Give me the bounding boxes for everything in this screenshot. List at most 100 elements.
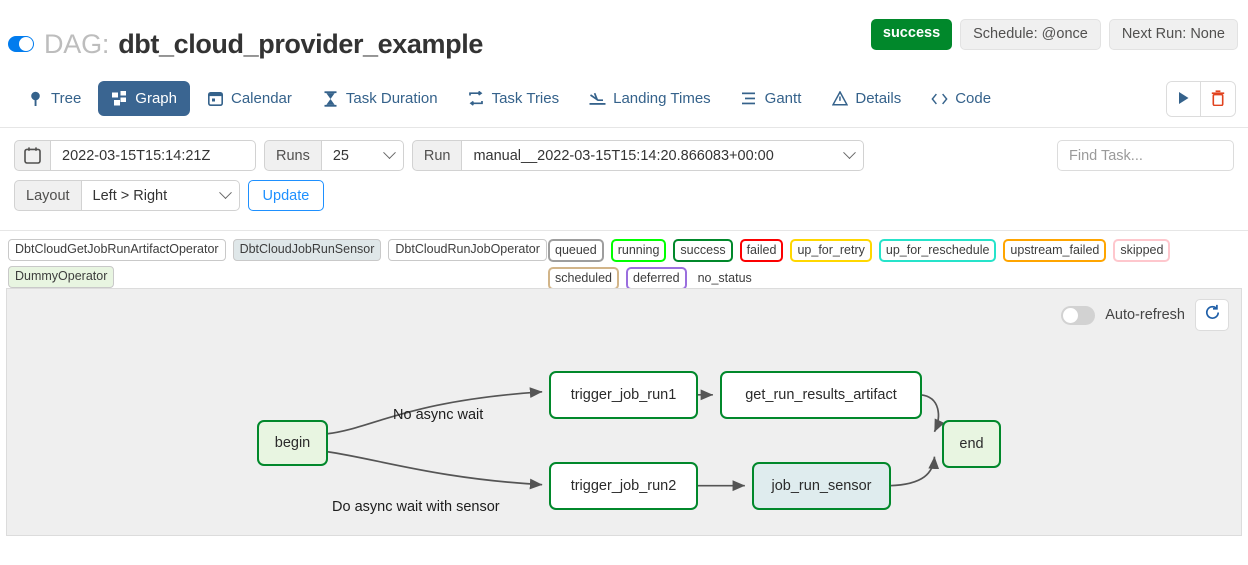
operator-chip[interactable]: DummyOperator: [8, 265, 115, 288]
auto-refresh-toggle[interactable]: [1061, 305, 1096, 325]
num-runs-group: Runs 25: [264, 140, 404, 171]
view-tabs: Tree Graph Calendar: [0, 70, 1248, 128]
node-label: end: [959, 436, 984, 452]
trigger-dag-button[interactable]: [1167, 82, 1201, 116]
dag-pause-toggle[interactable]: [8, 36, 34, 52]
tab-details[interactable]: Details: [818, 81, 914, 116]
hourglass-icon: [322, 90, 339, 107]
graph-node-get-run-results-artifact[interactable]: get_run_results_artifact: [720, 371, 922, 419]
status-badge: success: [870, 19, 953, 51]
tab-label: Task Tries: [491, 90, 560, 107]
details-icon: [831, 90, 848, 107]
tab-label: Task Duration: [345, 90, 438, 107]
dag-graph-canvas[interactable]: Auto-refresh begin trigger_job_run1: [6, 288, 1242, 536]
page-title: dbt_cloud_provider_example: [118, 28, 483, 59]
landing-icon: [589, 90, 606, 107]
update-button[interactable]: Update: [247, 180, 325, 211]
graph-controls: Auto-refresh: [1061, 299, 1229, 331]
header-badges: success Schedule: @once Next Run: None: [870, 19, 1238, 51]
trash-icon: [1211, 89, 1225, 109]
status-chip-up-for-retry[interactable]: up_for_retry: [790, 239, 872, 263]
graph-node-trigger-job-run2[interactable]: trigger_job_run2: [549, 462, 698, 510]
filter-toolbar: 2022-03-15T15:14:21Z Runs 25 Run manual_…: [0, 128, 1248, 231]
gantt-icon: [741, 90, 758, 107]
node-label: job_run_sensor: [771, 478, 872, 494]
node-label: trigger_job_run1: [570, 387, 677, 403]
base-date-input[interactable]: 2022-03-15T15:14:21Z: [51, 140, 256, 171]
status-chip-deferred[interactable]: deferred: [626, 267, 687, 291]
tab-label: Code: [955, 90, 992, 107]
tab-landing-times[interactable]: Landing Times: [576, 81, 724, 116]
edge-label-do-async-wait-with-sensor: Do async wait with sensor: [332, 499, 500, 515]
operator-chip[interactable]: DbtCloudJobRunSensor: [232, 239, 382, 261]
run-group: Run manual__2022-03-15T15:14:20.866083+0…: [411, 140, 865, 171]
operator-chip[interactable]: DbtCloudGetJobRunArtifactOperator: [8, 239, 226, 261]
dag-actions: [1166, 81, 1236, 117]
tab-graph[interactable]: Graph: [98, 81, 190, 116]
layout-group: Layout Left > Right: [14, 180, 240, 211]
tab-calendar[interactable]: Calendar: [194, 81, 305, 116]
status-chip-skipped[interactable]: skipped: [1113, 239, 1171, 263]
retry-icon: [468, 90, 485, 107]
chevron-down-icon: [843, 146, 857, 160]
status-chip-up-for-reschedule[interactable]: up_for_reschedule: [878, 239, 997, 263]
chevron-down-icon: [218, 186, 232, 200]
next-run-badge: Next Run: None: [1108, 19, 1238, 51]
operator-legend: DbtCloudGetJobRunArtifactOperator DbtClo…: [8, 239, 548, 288]
operator-chip[interactable]: DbtCloudRunJobOperator: [388, 239, 547, 261]
graph-edges: [327, 387, 945, 492]
tab-gantt[interactable]: Gantt: [728, 81, 815, 116]
tab-code[interactable]: Code: [918, 81, 1004, 116]
tab-label: Calendar: [231, 90, 292, 107]
run-select[interactable]: manual__2022-03-15T15:14:20.866083+00:00: [462, 140, 865, 171]
tree-icon: [27, 90, 44, 107]
node-label: trigger_job_run2: [570, 478, 677, 494]
layout-value: Left > Right: [92, 187, 168, 204]
page-header: DAG: dbt_cloud_provider_example success …: [0, 0, 1248, 70]
edge-label-no-async-wait: No async wait: [393, 407, 484, 423]
tab-label: Details: [855, 90, 902, 107]
graph-node-trigger-job-run1[interactable]: trigger_job_run1: [549, 371, 698, 419]
base-date-group: 2022-03-15T15:14:21Z: [14, 140, 256, 171]
calendar-icon[interactable]: [14, 140, 51, 171]
auto-refresh-label: Auto-refresh: [1105, 307, 1185, 323]
run-label: Run: [411, 140, 463, 171]
node-label: get_run_results_artifact: [745, 387, 897, 403]
num-runs-value: 25: [332, 147, 349, 164]
num-runs-label: Runs: [264, 140, 322, 171]
status-legend: queued running success failed up_for_ret…: [548, 239, 1248, 291]
status-chip-upstream-failed[interactable]: upstream_failed: [1003, 239, 1107, 263]
graph-node-job-run-sensor[interactable]: job_run_sensor: [752, 462, 891, 510]
tab-task-duration[interactable]: Task Duration: [309, 81, 451, 116]
status-chip-running[interactable]: running: [610, 239, 667, 263]
graph-icon: [111, 90, 128, 107]
refresh-button[interactable]: [1195, 299, 1229, 331]
graph-node-end[interactable]: end: [942, 420, 1001, 468]
delete-dag-button[interactable]: [1201, 82, 1235, 116]
graph-node-begin[interactable]: begin: [257, 420, 328, 466]
status-chip-no-status[interactable]: no_status: [693, 267, 759, 291]
num-runs-select[interactable]: 25: [321, 140, 404, 171]
layout-select[interactable]: Left > Right: [81, 180, 240, 211]
run-value: manual__2022-03-15T15:14:20.866083+00:00: [473, 147, 774, 164]
calendar-icon: [207, 90, 224, 107]
legend-bar: DbtCloudGetJobRunArtifactOperator DbtClo…: [0, 231, 1248, 291]
node-label: begin: [274, 435, 311, 451]
find-task-input[interactable]: Find Task...: [1057, 140, 1234, 171]
tab-tree[interactable]: Tree: [14, 81, 94, 116]
refresh-icon: [1204, 304, 1221, 326]
tab-label: Landing Times: [613, 90, 711, 107]
tab-label: Graph: [135, 90, 177, 107]
status-chip-success[interactable]: success: [673, 239, 733, 263]
status-chip-queued[interactable]: queued: [548, 239, 604, 263]
dag-label: DAG:: [44, 28, 110, 59]
tab-label: Gantt: [764, 90, 802, 107]
status-chip-failed[interactable]: failed: [739, 239, 784, 263]
status-chip-scheduled[interactable]: scheduled: [548, 267, 619, 291]
layout-label: Layout: [14, 180, 82, 211]
tab-label: Tree: [51, 90, 82, 107]
tab-task-tries[interactable]: Task Tries: [455, 81, 573, 116]
chevron-down-icon: [382, 146, 396, 160]
schedule-badge[interactable]: Schedule: @once: [960, 19, 1101, 51]
code-icon: [931, 90, 948, 107]
